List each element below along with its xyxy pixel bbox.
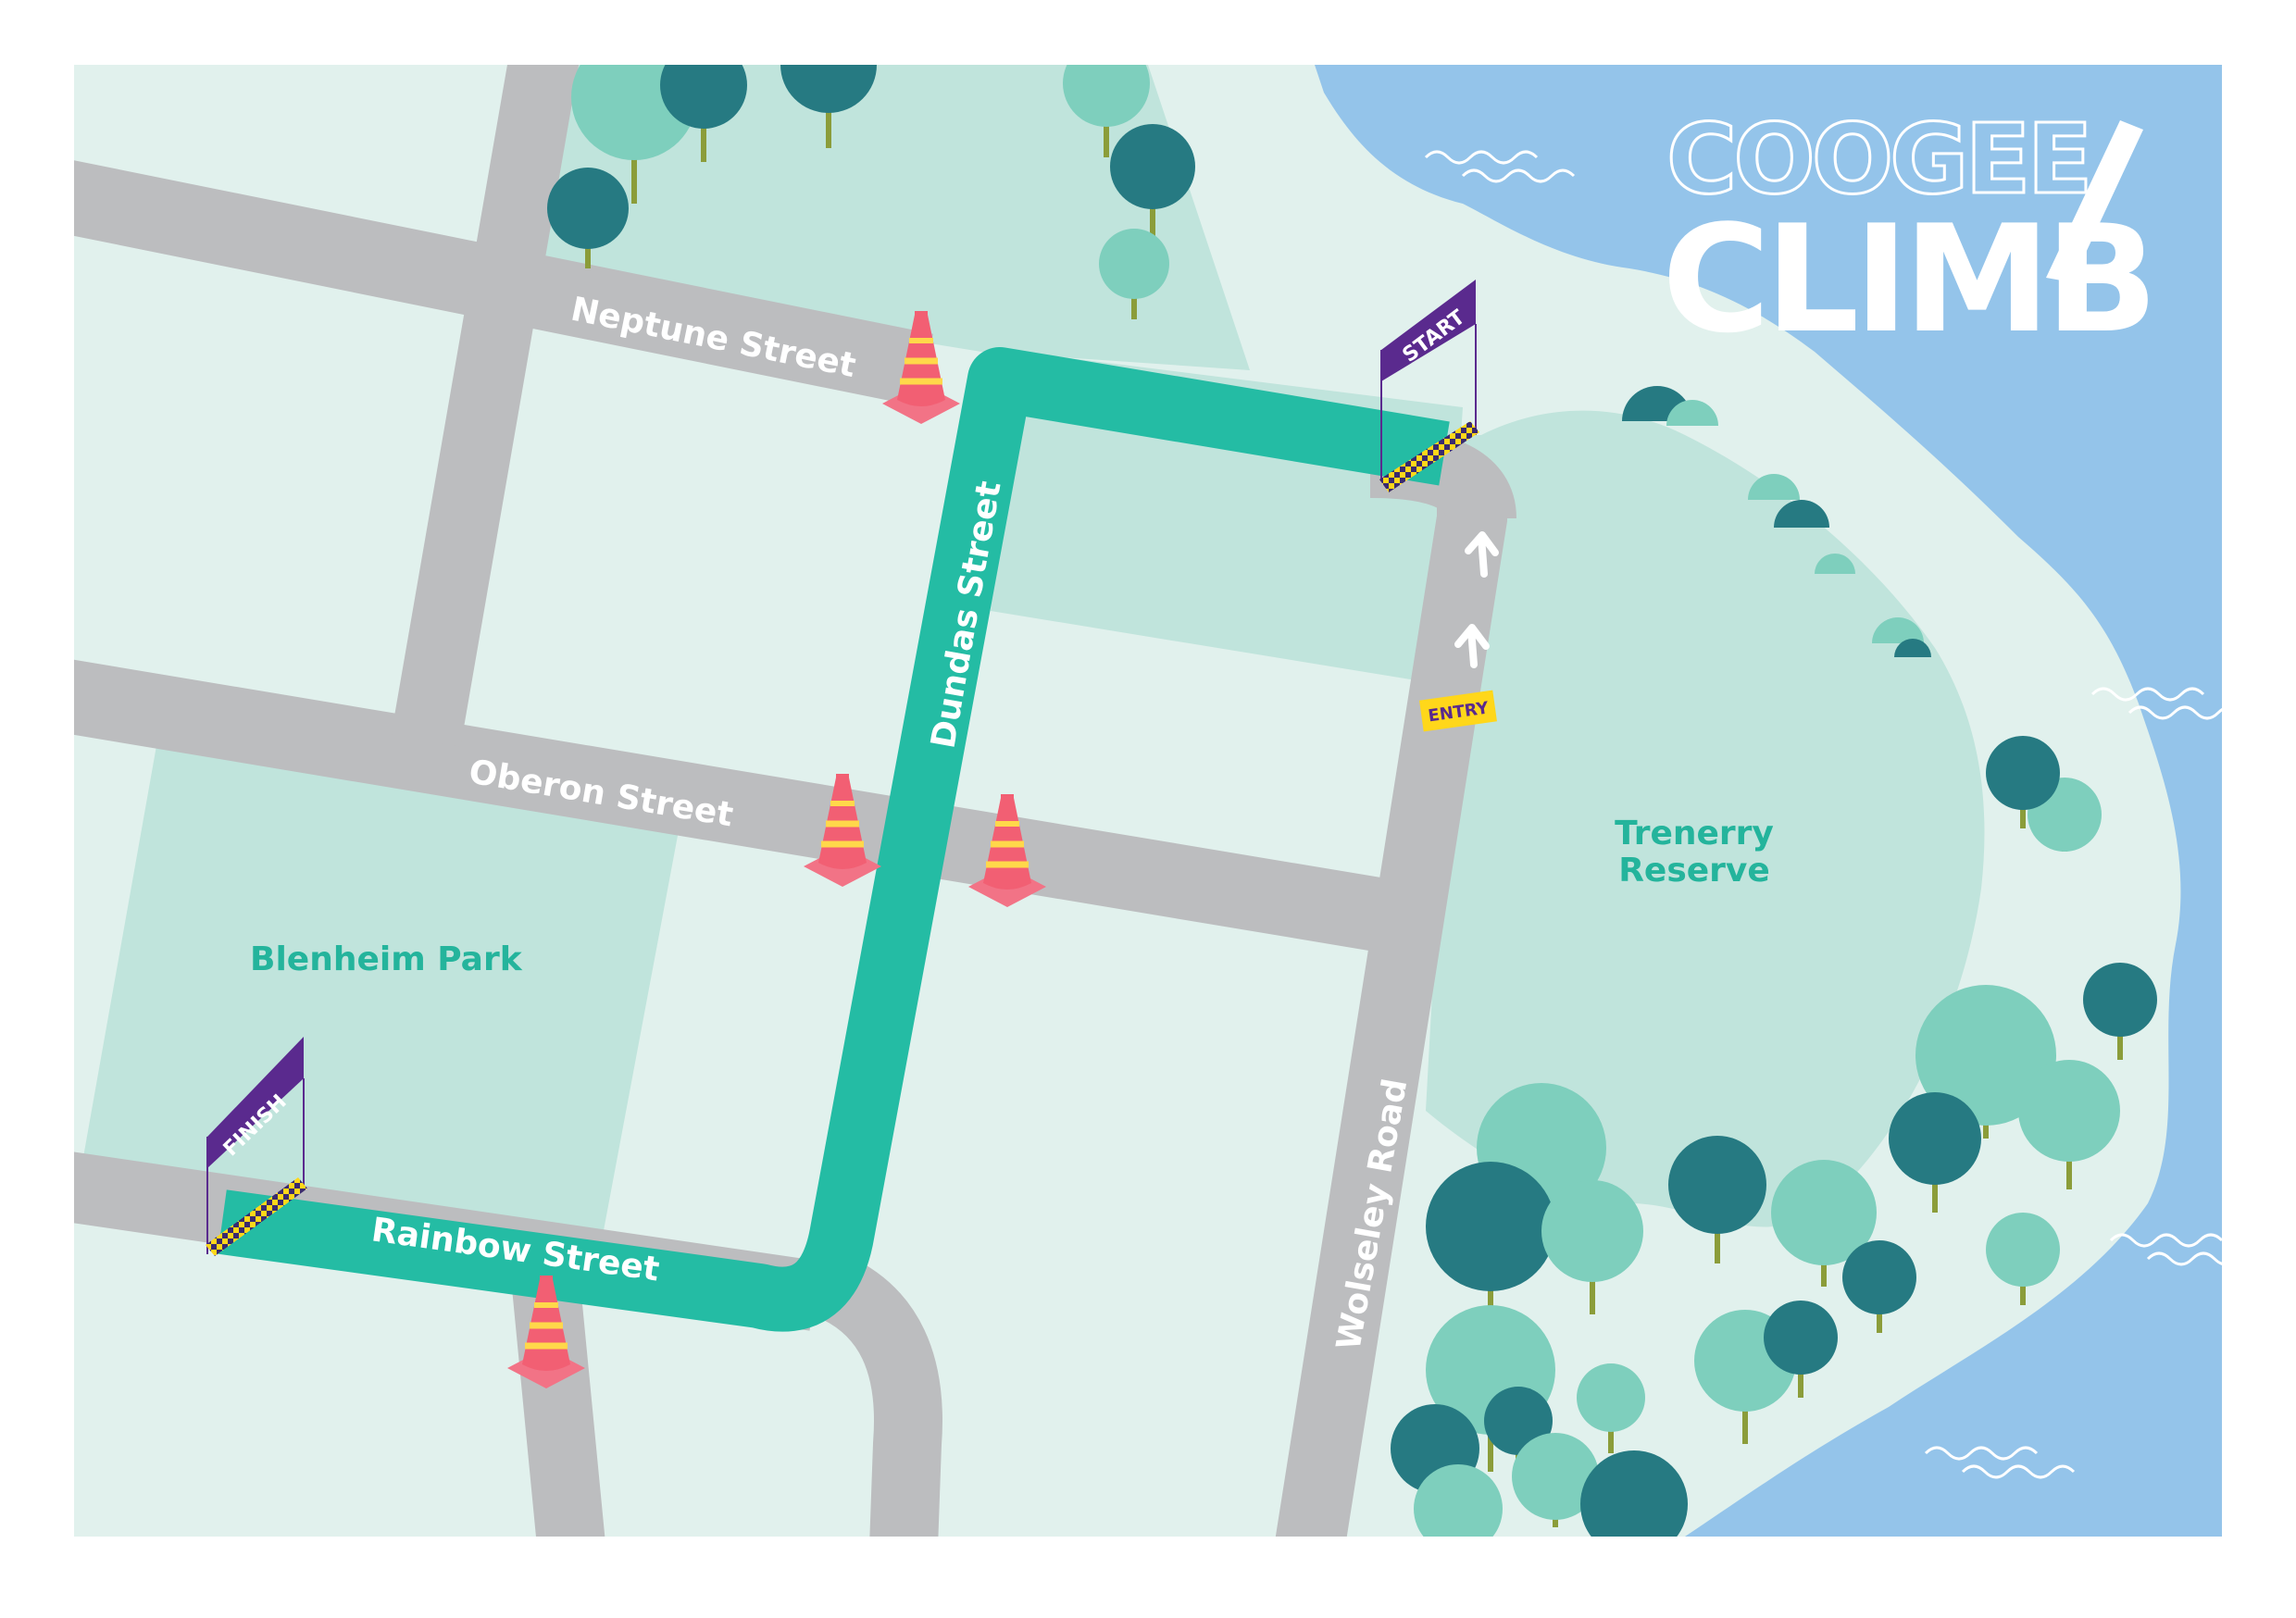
ocean bbox=[1315, 65, 2222, 1537]
park-label-trenerry-1: Trenerry bbox=[1615, 815, 1774, 853]
map-frame bbox=[74, 65, 2222, 1537]
tree-icon bbox=[547, 65, 2157, 1537]
logo-line-1: COOGEE bbox=[1666, 103, 2090, 216]
logo-slash bbox=[2046, 120, 2143, 282]
road-oberon bbox=[74, 659, 1395, 953]
road-south-curve bbox=[817, 1255, 942, 1537]
entry-badge: ENTRY bbox=[1419, 690, 1497, 732]
flag-banner-icon bbox=[1381, 280, 1476, 381]
park-trenerry bbox=[1426, 410, 1985, 1227]
park-label-trenerry-2: Reserve bbox=[1618, 852, 1770, 890]
checkered-line-icon bbox=[1379, 421, 1479, 492]
park-label-blenheim: Blenheim Park bbox=[250, 940, 523, 978]
checkered-line-icon bbox=[206, 1177, 307, 1256]
arrow-up-icon bbox=[1454, 531, 1499, 668]
road-west-vertical bbox=[391, 65, 580, 747]
start-gate: START bbox=[1379, 280, 1479, 492]
bush-icon bbox=[1622, 386, 1931, 657]
race-route bbox=[218, 347, 1450, 1332]
coogee-climb-logo: COOGEE CLIMB bbox=[1662, 102, 2158, 367]
flag-banner-icon bbox=[207, 1037, 304, 1168]
